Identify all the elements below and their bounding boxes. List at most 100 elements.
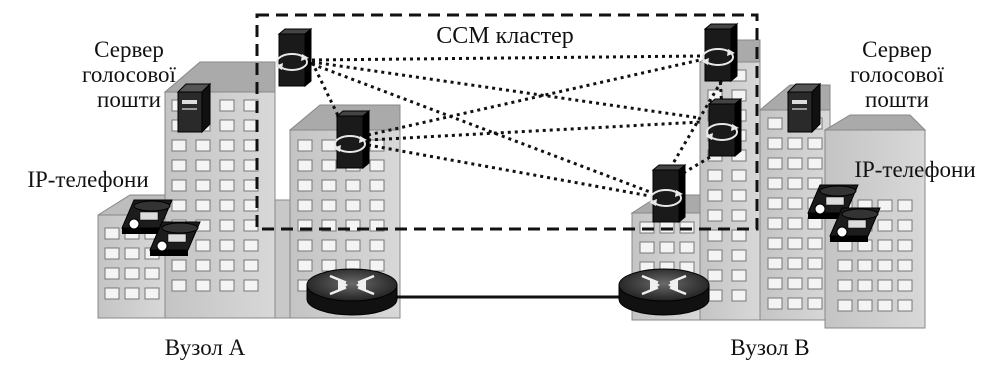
window [219, 279, 235, 292]
ip-phone-a2-icon [149, 221, 201, 256]
window [124, 287, 140, 300]
window [767, 157, 783, 170]
window [321, 219, 337, 232]
window [731, 229, 747, 242]
ip-phone-a1-icon [121, 199, 173, 234]
site-b-name: Вузол B [730, 335, 810, 360]
window [897, 279, 913, 292]
window [297, 199, 313, 212]
window [171, 199, 187, 212]
window [321, 239, 337, 252]
window [369, 179, 385, 192]
voicemail-server-a-icon [176, 82, 212, 134]
window [171, 139, 187, 152]
window [807, 297, 823, 310]
window [297, 179, 313, 192]
cluster-mesh-links [310, 54, 727, 198]
window [297, 159, 313, 172]
window [707, 249, 723, 262]
window [767, 137, 783, 150]
window [877, 279, 893, 292]
window [345, 219, 361, 232]
window [243, 279, 259, 292]
router-b-icon [618, 268, 710, 316]
window [639, 241, 655, 254]
window [321, 159, 337, 172]
ccm-cluster-boundary [255, 13, 759, 231]
window [787, 237, 803, 250]
window [877, 299, 893, 312]
window [731, 249, 747, 262]
window [219, 179, 235, 192]
ccm-server-b3-icon [649, 163, 687, 224]
window [897, 199, 913, 212]
window [369, 239, 385, 252]
window [195, 259, 211, 272]
window [787, 217, 803, 230]
window [731, 289, 747, 302]
window [369, 159, 385, 172]
window [104, 267, 120, 280]
ccm-server-a2-icon [333, 109, 371, 170]
window [787, 177, 803, 190]
window [857, 299, 873, 312]
voicemail-server-b-icon [786, 82, 822, 134]
window [837, 259, 853, 272]
window [707, 189, 723, 202]
window [707, 269, 723, 282]
window [297, 219, 313, 232]
window [104, 247, 120, 260]
window [897, 299, 913, 312]
window [219, 259, 235, 272]
window [877, 239, 893, 252]
window [369, 199, 385, 212]
window [195, 199, 211, 212]
window [243, 239, 259, 252]
window [787, 137, 803, 150]
window [321, 259, 337, 272]
window [767, 197, 783, 210]
window [297, 139, 313, 152]
window [219, 119, 235, 132]
window [807, 277, 823, 290]
window [787, 297, 803, 310]
window [219, 219, 235, 232]
window [767, 237, 783, 250]
window [731, 269, 747, 282]
window [124, 267, 140, 280]
window [707, 169, 723, 182]
window [195, 279, 211, 292]
window [707, 209, 723, 222]
window [897, 259, 913, 272]
window [171, 159, 187, 172]
window [321, 199, 337, 212]
window [369, 259, 385, 272]
window [321, 139, 337, 152]
window [767, 297, 783, 310]
window [837, 299, 853, 312]
window [345, 179, 361, 192]
window [707, 229, 723, 242]
window [195, 179, 211, 192]
window [219, 159, 235, 172]
window [219, 239, 235, 252]
window [877, 199, 893, 212]
window [171, 179, 187, 192]
window [345, 199, 361, 212]
ip-phone-b1-icon [807, 184, 859, 219]
window [857, 259, 873, 272]
window [219, 99, 235, 112]
window [731, 169, 747, 182]
window [807, 217, 823, 230]
ip-phones [121, 184, 881, 256]
site-a-name: Вузол A [164, 335, 246, 360]
window [767, 277, 783, 290]
window [787, 277, 803, 290]
window [787, 157, 803, 170]
ip-phone-b2-icon [829, 207, 881, 242]
window [195, 239, 211, 252]
window [144, 267, 160, 280]
window [767, 257, 783, 270]
window [171, 259, 187, 272]
window [345, 239, 361, 252]
